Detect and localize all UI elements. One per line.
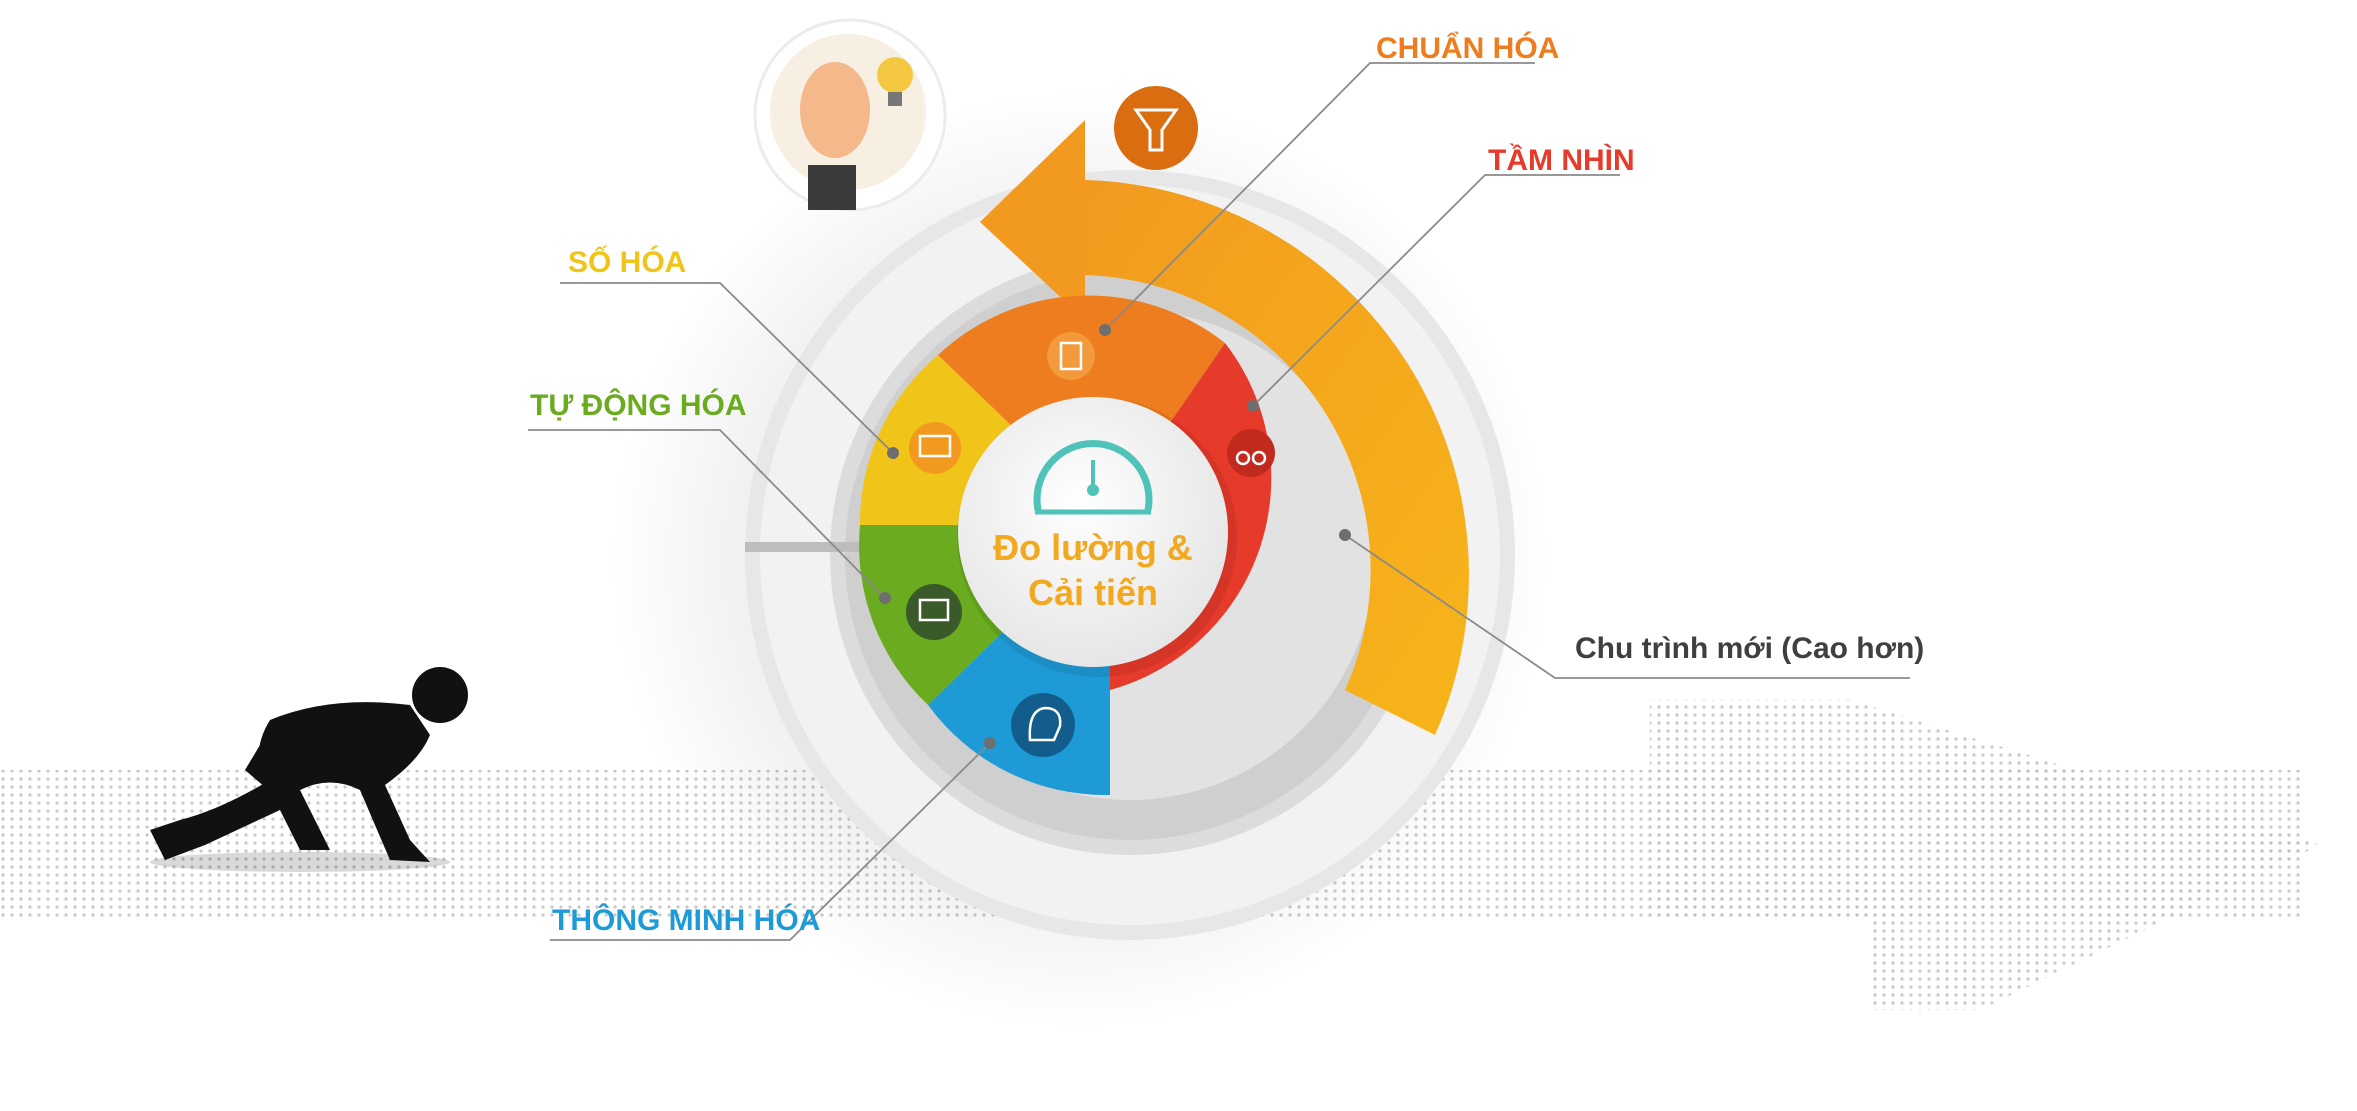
document-icon — [1047, 332, 1095, 380]
monitor-chart-icon — [909, 422, 961, 474]
new-cycle-arrow — [980, 86, 1469, 735]
label-digitize: SỐ HÓA — [568, 245, 686, 279]
ai-head-icon — [1011, 693, 1075, 757]
center-title-line2: Cải tiến — [1028, 572, 1158, 613]
automation-screen-icon — [906, 584, 962, 640]
center-disc: Đo lường & Cải tiến — [957, 397, 1237, 677]
ok-hand-icon — [800, 62, 870, 210]
label-new-cycle: Chu trình mới (Cao hơn) — [1575, 632, 1924, 665]
speedometer-icon — [1033, 439, 1153, 515]
label-automate: TỰ ĐỘNG HÓA — [530, 388, 747, 422]
leader-lines — [528, 62, 1910, 941]
label-smart: THÔNG MINH HÓA — [552, 903, 820, 937]
center-title-line1: Đo lường & — [993, 527, 1193, 568]
funnel-gears-icon — [1133, 108, 1179, 152]
lightbulb-icon — [877, 57, 913, 106]
binoculars-icon — [1227, 429, 1275, 477]
runner-silhouette — [150, 667, 468, 872]
ok-hand-badge — [753, 18, 947, 212]
label-standardize: CHUẨN HÓA — [1376, 31, 1559, 65]
label-vision: TẦM NHÌN — [1488, 143, 1635, 177]
